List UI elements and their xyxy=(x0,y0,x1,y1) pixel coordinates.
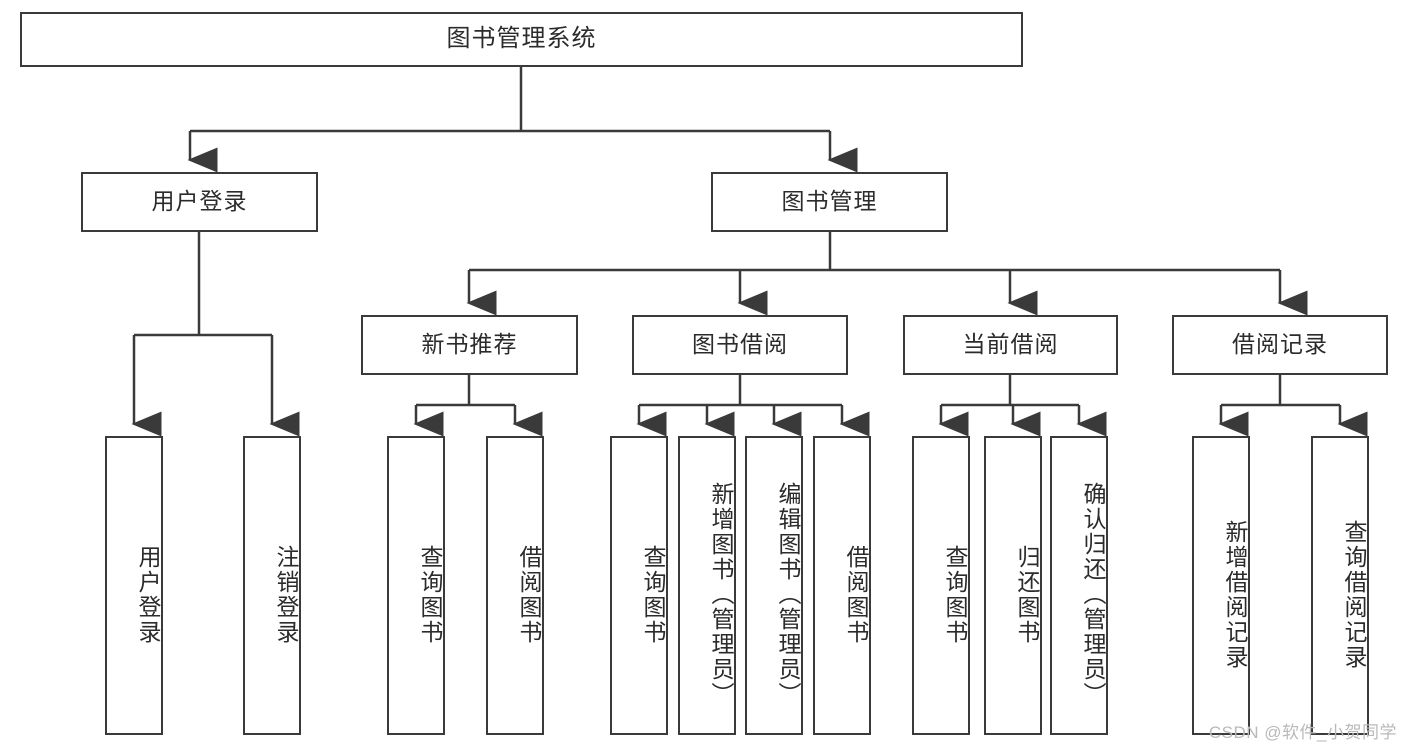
node-leaf-user-login-label: 用户登录 xyxy=(135,544,161,645)
node-leaf-borrow-borrow-book-label: 借阅图书 xyxy=(843,544,869,645)
edge-group-user-login xyxy=(131,232,300,437)
node-leaf-current-query-book[interactable]: 查询图书 xyxy=(912,436,970,735)
node-leaf-recommend-query-book-label: 查询图书 xyxy=(417,544,443,645)
node-book-manage[interactable]: 图书管理 xyxy=(711,172,948,232)
node-leaf-current-confirm-return-label: 确认归还（管理员） xyxy=(1080,482,1106,707)
node-leaf-borrow-query-book[interactable]: 查询图书 xyxy=(610,436,668,735)
node-current-borrow-label: 当前借阅 xyxy=(962,331,1059,358)
node-leaf-current-confirm-return[interactable]: 确认归还（管理员） xyxy=(1050,436,1108,735)
edge-group-borrow-record xyxy=(1218,375,1368,437)
edge-group-current-borrow xyxy=(938,375,1107,437)
node-leaf-user-logout-label: 注销登录 xyxy=(273,544,299,645)
node-leaf-recommend-borrow-book[interactable]: 借阅图书 xyxy=(486,436,544,735)
node-root-system-label: 图书管理系统 xyxy=(446,25,597,53)
node-leaf-recommend-query-book[interactable]: 查询图书 xyxy=(387,436,445,735)
node-leaf-borrow-borrow-book[interactable]: 借阅图书 xyxy=(813,436,871,735)
node-leaf-borrow-query-book-label: 查询图书 xyxy=(640,544,666,645)
node-leaf-borrow-edit-book[interactable]: 编辑图书（管理员） xyxy=(745,436,803,735)
node-leaf-borrow-edit-book-label: 编辑图书（管理员） xyxy=(775,482,801,707)
node-new-book-recommend-label: 新书推荐 xyxy=(421,331,518,358)
node-leaf-current-query-book-label: 查询图书 xyxy=(942,544,968,645)
node-leaf-user-logout[interactable]: 注销登录 xyxy=(243,436,301,735)
node-root-system[interactable]: 图书管理系统 xyxy=(20,12,1023,67)
node-leaf-current-return-book[interactable]: 归还图书 xyxy=(984,436,1042,735)
node-book-borrow-label: 图书借阅 xyxy=(692,331,788,358)
edge-group-book-manage xyxy=(466,232,1308,316)
node-book-manage-label: 图书管理 xyxy=(781,188,878,215)
node-leaf-recommend-borrow-book-label: 借阅图书 xyxy=(516,544,542,645)
edge-group-new-book-recommend xyxy=(413,375,543,437)
node-book-borrow[interactable]: 图书借阅 xyxy=(632,315,848,375)
node-leaf-current-return-book-label: 归还图书 xyxy=(1014,544,1040,645)
node-leaf-record-add-label: 新增借阅记录 xyxy=(1222,519,1248,670)
node-leaf-borrow-add-book-label: 新增图书（管理员） xyxy=(708,482,734,707)
node-leaf-record-query[interactable]: 查询借阅记录 xyxy=(1311,436,1369,735)
node-user-login-label: 用户登录 xyxy=(151,188,248,215)
node-borrow-record-label: 借阅记录 xyxy=(1232,331,1328,358)
node-current-borrow[interactable]: 当前借阅 xyxy=(903,315,1118,375)
edge-group-book-borrow xyxy=(636,375,870,437)
node-leaf-user-login[interactable]: 用户登录 xyxy=(105,436,163,735)
node-user-login[interactable]: 用户登录 xyxy=(81,172,318,232)
node-leaf-record-add[interactable]: 新增借阅记录 xyxy=(1192,436,1250,735)
node-leaf-borrow-add-book[interactable]: 新增图书（管理员） xyxy=(678,436,736,735)
watermark-text: CSDN @软件_小贺同学 xyxy=(1208,723,1397,742)
node-borrow-record[interactable]: 借阅记录 xyxy=(1172,315,1388,375)
node-leaf-record-query-label: 查询借阅记录 xyxy=(1341,519,1367,670)
node-new-book-recommend[interactable]: 新书推荐 xyxy=(361,315,578,375)
edge-group-root xyxy=(187,67,858,173)
